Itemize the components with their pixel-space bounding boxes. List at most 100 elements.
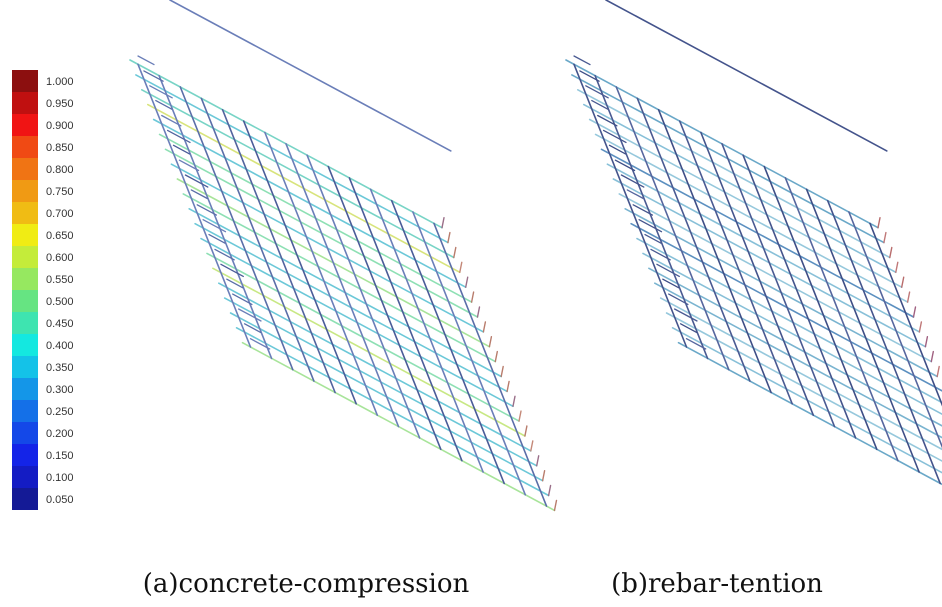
stirrup-segment xyxy=(226,278,244,289)
legend-label: 0.650 xyxy=(46,230,74,242)
stirrup-segment xyxy=(668,293,689,306)
transverse-bar xyxy=(742,154,857,439)
stirrup-segment xyxy=(602,129,627,144)
legend-label: 0.900 xyxy=(46,120,74,132)
stirrup-segment xyxy=(243,323,262,334)
bar-hook xyxy=(482,321,487,333)
stirrup-segment xyxy=(232,293,253,306)
longitudinal-bar xyxy=(665,312,942,462)
legend-label: 0.700 xyxy=(46,208,74,220)
stirrup-segment xyxy=(579,70,600,82)
transverse-bar xyxy=(678,120,794,405)
legend-label: 0.150 xyxy=(46,450,74,462)
transverse-bar xyxy=(369,188,484,473)
legend-swatch xyxy=(12,488,38,510)
stirrup-segment xyxy=(644,233,662,244)
stirrup-segment xyxy=(614,159,636,172)
stirrup-segment xyxy=(650,248,671,261)
bar-hook xyxy=(906,291,911,303)
stirrup-segment xyxy=(178,159,200,172)
legend-swatch xyxy=(12,378,38,400)
transverse-bar xyxy=(763,165,878,451)
bar-hook xyxy=(912,306,917,318)
stirrup-segment xyxy=(149,85,173,99)
legend-label: 0.750 xyxy=(46,186,74,198)
bar-hook xyxy=(547,484,552,497)
stirrup-segment xyxy=(673,308,698,322)
legend-swatch xyxy=(12,334,38,356)
legend-label: 0.250 xyxy=(46,406,74,418)
transverse-bar xyxy=(848,211,942,449)
legend-swatch xyxy=(12,444,38,466)
stirrup-segment xyxy=(143,70,164,82)
transverse-bar xyxy=(721,143,836,428)
legend-label: 0.550 xyxy=(46,274,74,286)
transverse-bar xyxy=(200,97,315,382)
stirrup-segment xyxy=(155,99,173,110)
legend-label: 0.100 xyxy=(46,472,74,484)
transverse-bar xyxy=(137,63,252,348)
legend-swatch xyxy=(12,224,38,246)
bar-hook xyxy=(465,276,469,288)
legend-label: 0.950 xyxy=(46,98,74,110)
bar-hook xyxy=(889,246,893,259)
stirrup-segment xyxy=(196,204,218,216)
bar-hook xyxy=(530,440,534,452)
bar-hook xyxy=(506,380,510,393)
bar-hook xyxy=(924,336,929,348)
legend-swatch xyxy=(12,202,38,224)
legend-label: 0.850 xyxy=(46,142,74,154)
transverse-bar xyxy=(390,199,506,485)
stirrup-segment xyxy=(608,144,627,155)
bar-hook xyxy=(453,246,457,259)
legend-swatch xyxy=(12,466,38,488)
legend-label: 0.400 xyxy=(46,340,74,352)
legend-swatch xyxy=(12,422,38,444)
stirrup-segment xyxy=(679,323,698,334)
legend-swatch xyxy=(12,268,38,290)
bar-hook xyxy=(877,216,881,229)
transverse-bar xyxy=(285,143,400,428)
legend-swatch xyxy=(12,356,38,378)
legend-swatch xyxy=(12,136,38,158)
panel-rebar-tension xyxy=(565,0,942,486)
caption-a: (a)concrete-compression xyxy=(143,569,470,599)
transverse-bar xyxy=(615,86,730,371)
legend-swatch xyxy=(12,70,38,92)
bar-hook xyxy=(512,395,516,407)
legend-swatch xyxy=(12,92,38,114)
transverse-bar xyxy=(158,74,273,360)
bar-hook xyxy=(524,425,528,437)
stirrup-segment xyxy=(172,144,191,155)
transverse-bar xyxy=(242,120,358,405)
transverse-bar xyxy=(869,222,942,407)
legend-label: 0.500 xyxy=(46,296,74,308)
stirrup-segment xyxy=(161,114,182,127)
legend-swatch xyxy=(12,400,38,422)
bar-hook xyxy=(930,350,934,363)
bar-hook xyxy=(500,365,504,378)
transverse-bar xyxy=(179,86,294,371)
legend-label: 0.050 xyxy=(46,494,74,506)
bar-hook xyxy=(901,276,905,288)
bar-hook xyxy=(447,231,451,244)
transverse-bar xyxy=(433,222,548,507)
stirrup-segment xyxy=(208,233,226,244)
bar-hook xyxy=(488,336,493,348)
caption-b: (b)rebar-tention xyxy=(611,569,823,599)
bar-hook xyxy=(441,216,445,229)
transverse-bar xyxy=(636,97,751,382)
colorbar-legend: 1.0000.9500.9000.8500.8000.7500.7000.650… xyxy=(12,70,74,510)
transverse-bar xyxy=(327,165,442,451)
legend-swatch xyxy=(12,246,38,268)
legend-swatch xyxy=(12,312,38,334)
bar-hook xyxy=(936,365,940,378)
edge-bar xyxy=(169,0,452,152)
legend-label: 0.600 xyxy=(46,252,74,264)
stirrup-segment xyxy=(626,189,644,200)
stirrup-segment xyxy=(184,174,209,188)
transverse-bar xyxy=(221,109,336,394)
stirrup-segment xyxy=(190,189,208,200)
bar-hook xyxy=(895,261,899,273)
